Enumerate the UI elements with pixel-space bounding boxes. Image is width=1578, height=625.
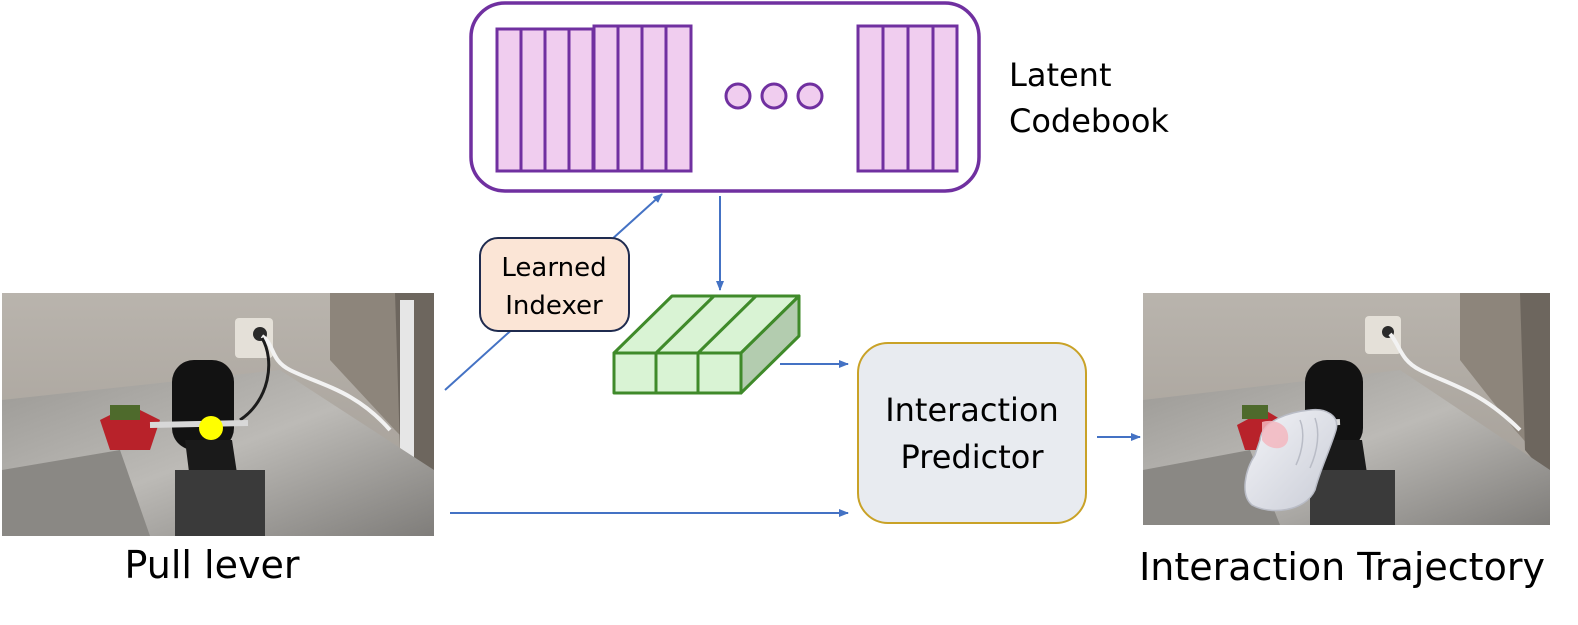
- keypoint-marker: [199, 416, 223, 440]
- codebook-label-line2: Codebook: [1009, 102, 1169, 140]
- interaction-predictor: Interaction Predictor: [857, 342, 1087, 524]
- codebook-entry: [543, 27, 571, 173]
- input-caption: Pull lever: [125, 543, 300, 587]
- latent-embedding-block: [612, 294, 801, 395]
- codebook-entry: [567, 27, 595, 173]
- output-photo: [1143, 293, 1550, 525]
- predictor-label-line2: Predictor: [901, 438, 1045, 476]
- codebook-label-line1: Latent: [1009, 56, 1112, 94]
- embedding-divider: [696, 294, 758, 355]
- indexer-label-line1: Learned: [501, 253, 606, 283]
- ellipsis-dot: [796, 82, 824, 110]
- learned-indexer: Learned Indexer: [479, 237, 630, 332]
- hand-model: [1244, 408, 1338, 512]
- codebook-entry: [495, 27, 523, 173]
- ellipsis-dot: [760, 82, 788, 110]
- predictor-label-line1: Interaction: [885, 391, 1059, 429]
- indexer-box: [479, 237, 630, 332]
- input-photo: [2, 293, 434, 536]
- codebook-entry: [856, 24, 885, 173]
- codebook-entry: [906, 24, 935, 173]
- codebook-entry: [519, 27, 547, 173]
- codebook-entry: [931, 24, 959, 173]
- codebook-entry: [881, 24, 910, 173]
- predictor-box: [857, 342, 1087, 524]
- codebook-entry: [640, 24, 668, 173]
- codebook-entry: [592, 24, 620, 173]
- codebook-entries: [495, 24, 959, 173]
- latent-codebook: Latent Codebook: [469, 1, 1169, 193]
- ellipsis-dot: [724, 82, 752, 110]
- codebook-entry: [664, 24, 693, 173]
- output-caption: Interaction Trajectory: [1139, 545, 1545, 589]
- ellipsis-dots: [724, 82, 824, 110]
- indexer-label-line2: Indexer: [505, 291, 603, 321]
- codebook-entry: [616, 24, 644, 173]
- embedding-divider: [654, 294, 716, 355]
- embedding-front-face: [612, 351, 743, 395]
